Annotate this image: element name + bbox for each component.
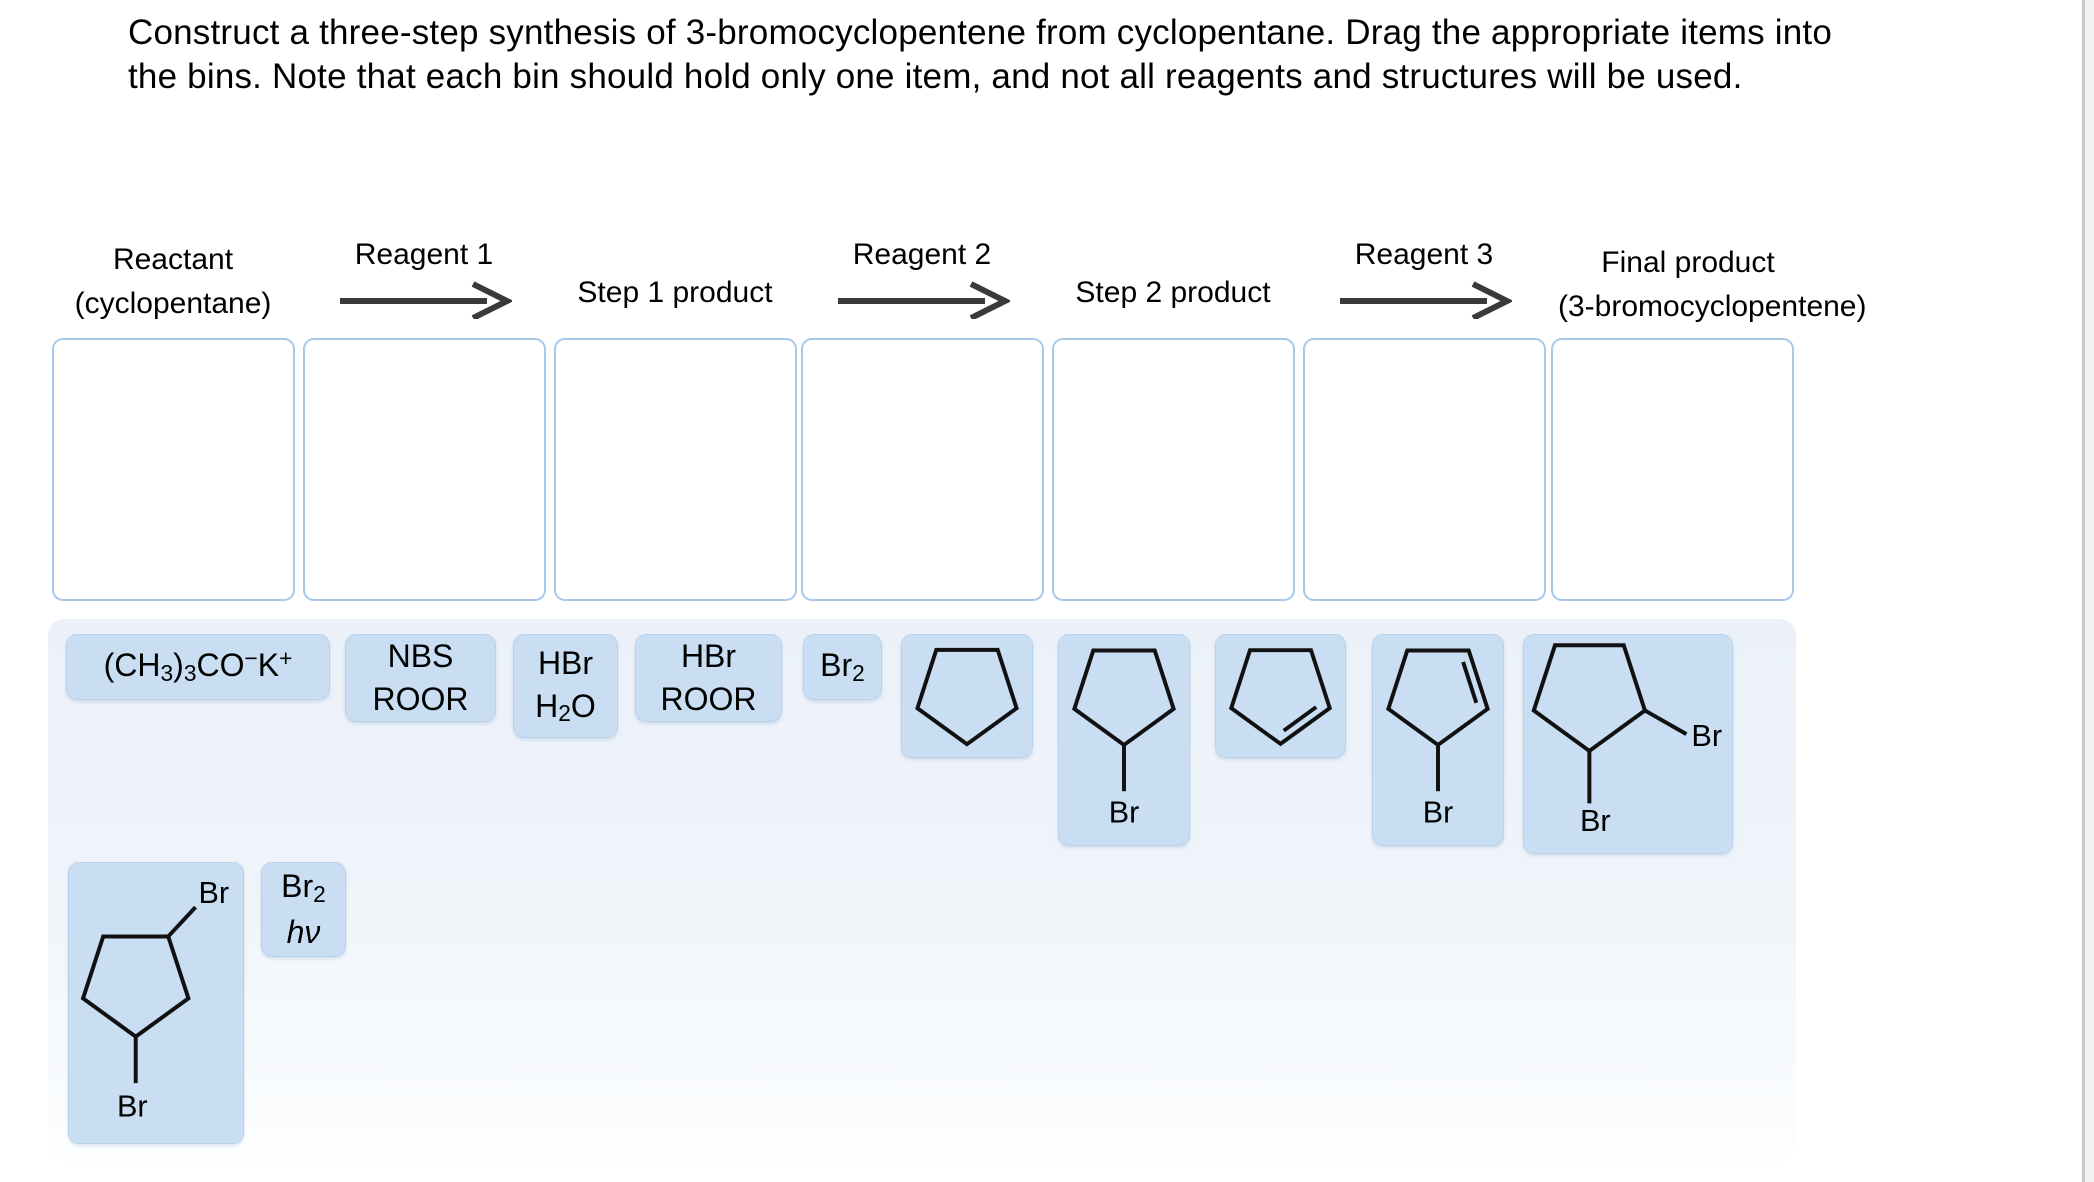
structure-1-3-dibromocyclopentane: Br Br: [80, 876, 230, 1124]
formula-text: Br2: [281, 868, 326, 907]
formula-text: ROOR: [372, 681, 469, 717]
formula-text: NBS: [387, 638, 454, 674]
reagent-2-label: Reagent 2: [852, 238, 992, 271]
structure-cyclopentane: [915, 647, 1019, 747]
bin-step-2-product[interactable]: [1052, 338, 1295, 601]
formula-text: H2O: [535, 687, 596, 727]
tile-potassium-tert-butoxide[interactable]: (CH3)3CO−K+: [66, 634, 330, 700]
tile-nbs-roor[interactable]: NBS ROOR: [345, 634, 496, 722]
reactant-label: Reactant: [112, 243, 234, 276]
formula-text: HBr: [680, 638, 737, 674]
final-product-label: Final product: [1601, 246, 1775, 279]
bin-reagent-2[interactable]: [801, 338, 1044, 601]
column-label-reagent-1: Reagent 1: [294, 233, 554, 319]
tile-1-3-dibromocyclopentane[interactable]: Br Br: [68, 862, 244, 1144]
structure-bromocyclopentane: Br: [1072, 648, 1176, 830]
structure-cyclopentene: [1228, 648, 1333, 747]
br-atom-label: Br: [117, 1090, 148, 1124]
step-1-product-label: Step 1 product: [577, 276, 773, 309]
column-label-reagent-3: Reagent 3: [1294, 233, 1554, 319]
br-atom-label: Br: [1109, 796, 1140, 830]
reactant-sublabel: (cyclopentane): [74, 287, 272, 320]
bin-final-product[interactable]: [1551, 338, 1794, 601]
br-atom-label: Br: [1691, 718, 1722, 753]
column-label-step-2-product: Step 2 product: [1043, 271, 1303, 315]
column-label-reagent-2: Reagent 2: [792, 233, 1052, 319]
tile-hbr-roor[interactable]: HBr ROOR: [635, 634, 782, 722]
column-label-step-1-product: Step 1 product: [545, 271, 805, 315]
reaction-arrow-2: [837, 281, 1010, 319]
br-atom-label: Br: [1580, 803, 1611, 838]
tile-3-bromocyclopentene[interactable]: Br: [1372, 634, 1504, 846]
structure-1-2-dibromocyclopentane: Br Br: [1531, 643, 1722, 838]
instructions-line-1: Construct a three-step synthesis of 3-br…: [128, 13, 1833, 52]
bin-reactant[interactable]: [52, 338, 295, 601]
tile-br2[interactable]: Br2: [803, 634, 882, 700]
tile-cyclopentane[interactable]: [901, 634, 1033, 758]
vertical-scrollbar[interactable]: [2082, 0, 2094, 1182]
br-atom-label: Br: [1423, 796, 1454, 830]
final-product-sublabel: (3-bromocyclopentene): [1558, 290, 1867, 323]
reaction-arrow-3: [1339, 281, 1512, 319]
formula-text: hν: [286, 914, 321, 950]
tile-hbr-h2o[interactable]: HBr H2O: [513, 634, 618, 738]
tile-br2-hv[interactable]: Br2 hν: [261, 862, 346, 957]
formula-text: HBr: [537, 644, 594, 681]
reagent-3-label: Reagent 3: [1354, 238, 1494, 271]
tile-bromocyclopentane[interactable]: Br: [1058, 634, 1190, 846]
tile-1-2-dibromocyclopentane[interactable]: Br Br: [1523, 634, 1733, 854]
formula-text: (CH3)3CO−K+: [103, 644, 293, 686]
br-atom-label: Br: [199, 876, 230, 910]
formula-text: Br2: [820, 647, 865, 686]
tile-cyclopentene[interactable]: [1215, 634, 1346, 758]
reagent-1-label: Reagent 1: [354, 238, 494, 271]
structure-3-bromocyclopentene: Br: [1386, 648, 1490, 830]
step-2-product-label: Step 2 product: [1075, 276, 1271, 309]
column-label-final-product: Final product (3-bromocyclopentene): [1558, 241, 1867, 329]
bin-step-1-product[interactable]: [554, 338, 797, 601]
instructions: Construct a three-step synthesis of 3-br…: [128, 11, 1832, 99]
bin-reagent-1[interactable]: [303, 338, 546, 601]
formula-text: ROOR: [660, 681, 757, 717]
column-label-reactant: Reactant (cyclopentane): [43, 238, 303, 326]
instructions-line-2: the bins. Note that each bin should hold…: [128, 57, 1743, 96]
bin-reagent-3[interactable]: [1303, 338, 1546, 601]
reaction-arrow-1: [339, 281, 512, 319]
